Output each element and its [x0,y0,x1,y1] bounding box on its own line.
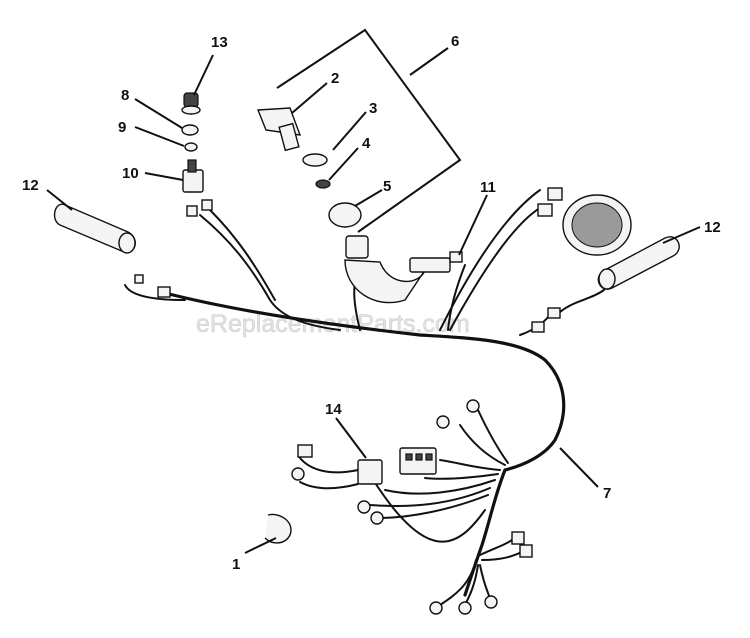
ignition-switch-part-5 [328,202,426,304]
harness-branches [299,409,523,606]
connector-part-14 [291,444,383,485]
key-part-2 [256,107,302,152]
ring-terminals [357,399,533,615]
callout-12-left: 12 [22,177,39,194]
callout-9: 9 [118,119,126,136]
washer-part-9 [184,142,198,152]
callout-10: 10 [122,165,139,182]
toggle-knob-part-13 [181,92,201,115]
callout-2: 2 [331,70,339,87]
callout-13: 13 [211,34,228,51]
callout-12-right: 12 [704,219,721,236]
headlight [537,187,632,256]
callout-labels: 13 8 9 10 12 2 3 4 5 6 11 12 14 7 1 [22,33,721,573]
callout-6: 6 [451,33,459,50]
callout-1: 1 [232,556,240,573]
grip-heater-right-part-12 [531,236,680,333]
grip-heater-left-part-12 [53,203,171,298]
toggle-switch-part-10 [182,159,213,217]
callout-3: 3 [369,100,377,117]
multi-pin-connector [399,447,437,475]
callout-14: 14 [325,401,342,418]
callout-11: 11 [480,179,496,196]
callout-5: 5 [383,178,391,195]
leader-lines [46,54,701,554]
callout-4: 4 [362,135,371,152]
small-nut-part-4 [315,179,331,189]
callout-8: 8 [121,87,129,104]
ring-nut-part-3 [302,153,328,167]
cable-clamp-part-1 [264,513,292,544]
nut-part-8 [181,124,199,136]
callout-7: 7 [603,485,611,502]
group-bracket-part-6 [276,28,462,233]
module-part-11 [409,251,463,273]
